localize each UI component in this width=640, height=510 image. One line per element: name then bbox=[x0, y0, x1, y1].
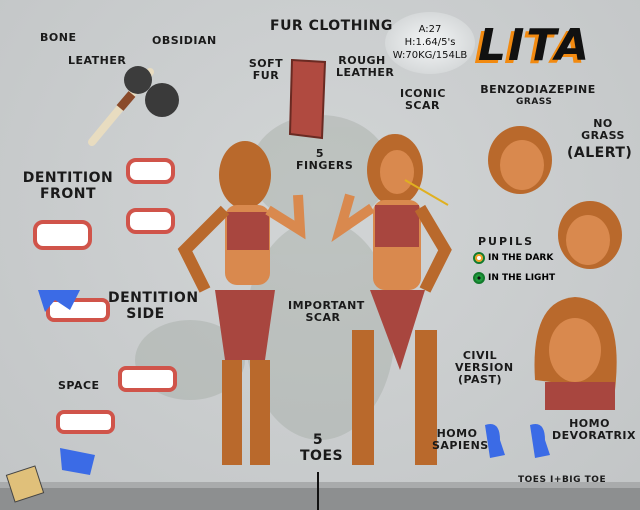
label-five-fingers: 5 FINGERS bbox=[296, 147, 354, 172]
obsidian-club bbox=[88, 66, 179, 146]
label-dentition-side: DENTITION SIDE bbox=[108, 290, 199, 322]
label-grass: GRASS bbox=[516, 97, 553, 107]
pupil-light-label: IN THE LIGHT bbox=[488, 273, 556, 283]
label-leather: LEATHER bbox=[68, 54, 127, 67]
pupil-light-icon bbox=[473, 272, 485, 284]
pupil-dark-icon bbox=[473, 252, 485, 264]
label-homo-sapiens: HOMO SAPIENS bbox=[432, 427, 489, 452]
label-alert: (ALERT) bbox=[567, 145, 633, 161]
label-rough-leather: ROUGH LEATHER bbox=[336, 54, 395, 79]
back-view-figure bbox=[177, 141, 306, 465]
label-dentition-front: DENTITION FRONT bbox=[22, 170, 114, 202]
floor bbox=[0, 482, 640, 510]
label-fur-clothing: FUR CLOTHING bbox=[270, 18, 393, 34]
label-obsidian: OBSIDIAN bbox=[152, 34, 217, 47]
height: H:1.64/5's bbox=[404, 37, 456, 48]
label-iconic-scar: ICONIC SCAR bbox=[400, 87, 446, 112]
pupil-light: IN THE LIGHT bbox=[473, 272, 555, 284]
front-view-figure bbox=[331, 134, 452, 465]
fur-clothing-piece bbox=[288, 58, 327, 140]
label-space: SPACE bbox=[58, 379, 100, 392]
pupil-dark-label: IN THE DARK bbox=[488, 253, 554, 263]
character-name: LITA bbox=[478, 20, 592, 71]
signature-note bbox=[5, 465, 45, 503]
label-soft-fur: SOFT FUR bbox=[248, 57, 284, 82]
label-benzodiazepine: BENZODIAZEPINE bbox=[480, 83, 596, 96]
weight: W:70KG/154LB bbox=[392, 50, 468, 61]
label-bone: BONE bbox=[40, 31, 77, 44]
label-toes-note: TOES I+BIG TOE bbox=[518, 475, 607, 485]
blue-markers bbox=[38, 290, 550, 475]
dentition-sketches bbox=[33, 158, 177, 434]
head-sketches bbox=[488, 126, 622, 410]
age: A:27 bbox=[418, 24, 442, 35]
pupils-heading: PUPILS bbox=[478, 235, 535, 248]
stats-bubble: A:27 H:1.64/5's W:70KG/154LB bbox=[385, 12, 475, 74]
label-five-toes: 5 TOES bbox=[300, 432, 344, 464]
pupil-dark: IN THE DARK bbox=[473, 252, 553, 264]
label-homo-devoratrix: HOMO DEVORATRIX bbox=[552, 417, 636, 442]
label-important-scar: IMPORTANT SCAR bbox=[288, 299, 365, 324]
label-no-grass: NO GRASS bbox=[581, 117, 625, 142]
label-civil-version: CIVIL VERSION (PAST) bbox=[455, 349, 514, 386]
